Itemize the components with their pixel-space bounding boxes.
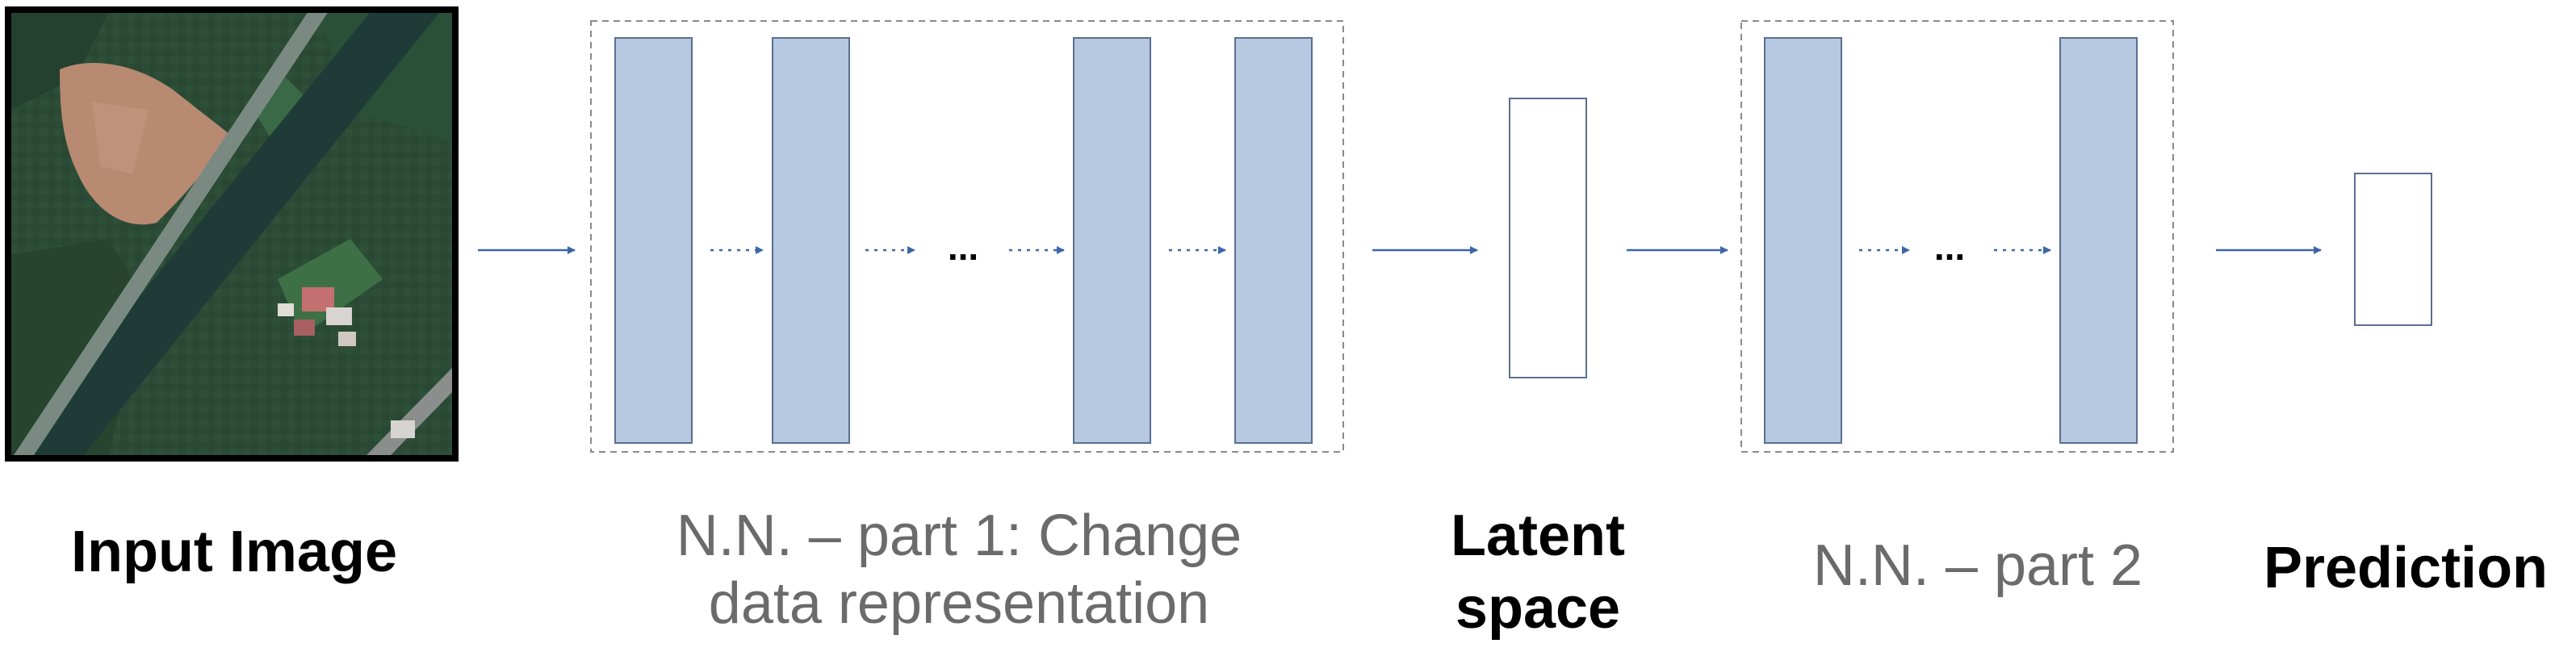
nn1-layer-3: [1073, 37, 1151, 444]
label-latent-line1: Latent: [1451, 503, 1625, 568]
input-image-border: [5, 6, 459, 462]
label-nn-part1-line2: data representation: [709, 571, 1209, 636]
label-nn-part1-line1: N.N. – part 1: Change: [676, 503, 1242, 568]
label-prediction: Prediction: [2264, 536, 2548, 600]
input-image: [5, 6, 459, 462]
latent-space-box: [1509, 98, 1587, 378]
nn2-layer-2: [2059, 37, 2138, 444]
nn2-ellipsis: ...: [1934, 226, 1965, 268]
nn2-layer-1: [1764, 37, 1842, 444]
label-input-image: Input Image: [71, 520, 397, 584]
prediction-box: [2354, 173, 2432, 326]
label-nn-part2: N.N. – part 2: [1813, 533, 2142, 598]
nn-part2-box: [1740, 20, 2174, 453]
nn1-layer-2: [772, 37, 850, 444]
label-latent-line2: space: [1456, 576, 1620, 641]
nn1-layer-1: [614, 37, 693, 444]
nn1-ellipsis: ...: [948, 226, 978, 268]
nn-part1-box: [590, 20, 1344, 453]
nn1-layer-4: [1234, 37, 1313, 444]
